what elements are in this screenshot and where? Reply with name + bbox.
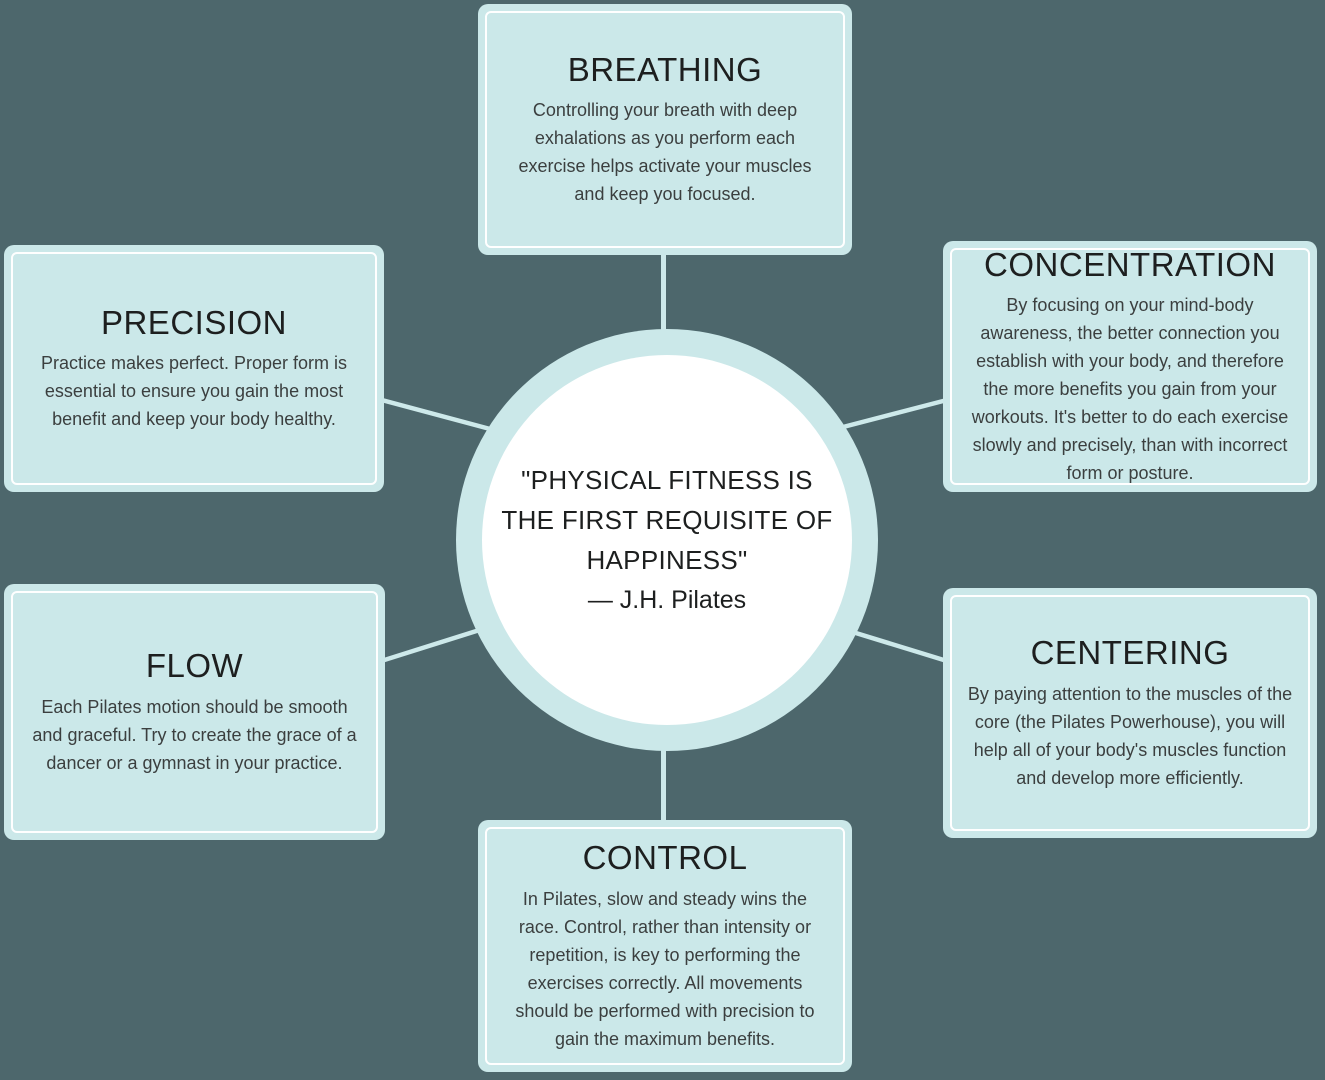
node-concentration-content: CONCENTRATION By focusing on your mind-b… bbox=[950, 245, 1310, 485]
center-node-content: "PHYSICAL FITNESS IS THE FIRST REQUISITE… bbox=[482, 355, 852, 725]
node-precision-content: PRECISION Practice makes perfect. Proper… bbox=[11, 252, 377, 485]
node-control-title: CONTROL bbox=[582, 839, 748, 877]
node-breathing-content: BREATHING Controlling your breath with d… bbox=[485, 11, 845, 248]
node-precision-description: Practice makes perfect. Proper form is e… bbox=[40, 353, 348, 430]
node-centering-title: CENTERING bbox=[1030, 634, 1230, 672]
connector-precision bbox=[377, 396, 506, 436]
node-centering-content: CENTERING By paying attention to the mus… bbox=[950, 595, 1310, 831]
node-control: CONTROL In Pilates, slow and steady wins… bbox=[478, 820, 852, 1072]
node-breathing: BREATHING Controlling your breath with d… bbox=[478, 4, 852, 255]
node-breathing-title: BREATHING bbox=[567, 50, 763, 88]
node-control-content: CONTROL In Pilates, slow and steady wins… bbox=[485, 827, 845, 1065]
node-concentration-description: By focusing on your mind-body awareness,… bbox=[971, 295, 1289, 484]
node-concentration: CONCENTRATION By focusing on your mind-b… bbox=[943, 241, 1317, 492]
node-precision-title: PRECISION bbox=[100, 303, 288, 341]
node-concentration-title: CONCENTRATION bbox=[984, 245, 1276, 283]
center-attribution: — J.H. Pilates bbox=[587, 586, 747, 614]
node-centering: CENTERING By paying attention to the mus… bbox=[943, 588, 1317, 838]
node-flow-content: FLOW Each Pilates motion should be smoot… bbox=[11, 591, 378, 833]
node-precision: PRECISION Practice makes perfect. Proper… bbox=[4, 245, 384, 492]
center-node: "PHYSICAL FITNESS IS THE FIRST REQUISITE… bbox=[456, 329, 878, 751]
node-centering-description: By paying attention to the muscles of th… bbox=[967, 683, 1293, 788]
node-control-description: In Pilates, slow and steady wins the rac… bbox=[515, 888, 815, 1049]
node-flow-title: FLOW bbox=[145, 647, 244, 685]
node-breathing-description: Controlling your breath with deep exhala… bbox=[518, 100, 812, 205]
center-quote: "PHYSICAL FITNESS IS THE FIRST REQUISITE… bbox=[501, 465, 833, 575]
node-flow-description: Each Pilates motion should be smooth and… bbox=[32, 696, 357, 773]
node-flow: FLOW Each Pilates motion should be smoot… bbox=[4, 584, 385, 840]
